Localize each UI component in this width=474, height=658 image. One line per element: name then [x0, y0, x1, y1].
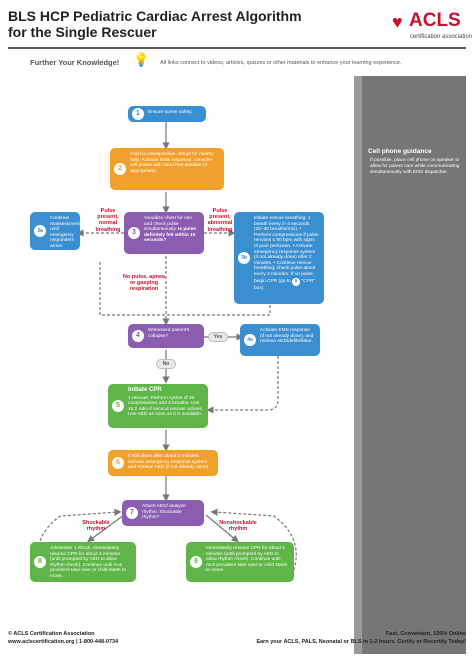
arrow-3b-loop: [99, 262, 271, 316]
footer-copyright: © ACLS Certification Association: [8, 631, 95, 637]
lightbulb-icon: 💡: [133, 52, 150, 67]
step-4a-box[interactable]: 4a Activate EMS response (if not already…: [240, 324, 320, 356]
step-1-text: Ensure scene safety.: [148, 110, 193, 115]
arrow-7-9: [205, 514, 239, 543]
cell-phone-guidance-text: If possible, place cell phone on speaker…: [370, 158, 460, 175]
step-7-box[interactable]: 7 Attach AED/ analyze rhythm. Shockable …: [122, 500, 204, 526]
step-2-number: 2: [114, 163, 126, 175]
step-8-number: 8: [34, 556, 46, 568]
step-4-number: 4: [132, 330, 144, 342]
step-6-text: If still alone after about 2 minutes, ac…: [128, 454, 210, 471]
label-pulse-abnormal: Pulse present, abnormal breathing: [207, 208, 233, 233]
step-8-box[interactable]: 8 Administer 1 shock. Immediately resume…: [30, 542, 136, 582]
logo-subtitle: certification association: [409, 34, 472, 40]
step-1-box[interactable]: 1 Ensure scene safety.: [128, 106, 206, 122]
heart-icon: ♥: [392, 12, 403, 32]
step-4a-text: Activate EMS response (if not already do…: [260, 328, 314, 345]
step-3-number: 3: [128, 227, 140, 239]
arrow-8-loop: [37, 508, 122, 576]
step-6-box[interactable]: 6 If still alone after about 2 minutes, …: [108, 450, 218, 476]
page-title: BLS HCP Pediatric Cardiac Arrest Algorit…: [8, 8, 338, 40]
step-3b-number: 3b: [238, 252, 250, 264]
footer-promo[interactable]: Earn your ACLS, PALS, Neonatal or BLS in…: [256, 639, 466, 645]
cell-phone-guidance-title: Cell phone guidance: [368, 148, 432, 155]
step-2-box[interactable]: 2 Child is unresponsive. Shout for nearb…: [110, 148, 224, 190]
step-3a-text: Continue reassessment until emergency re…: [50, 216, 80, 249]
footer-right: Fast, Convenient, 100% Online Earn your …: [216, 630, 466, 646]
step-7-text: Attach AED/ analyze rhythm. Shockable rh…: [142, 504, 186, 521]
step-4-text: Witnessed patient's collapse?: [148, 328, 190, 339]
header-divider: [8, 47, 466, 49]
title-line-1: BLS HCP Pediatric Cardiac Arrest Algorit…: [8, 8, 302, 24]
acls-logo[interactable]: ♥ ACLS certification association: [392, 10, 472, 46]
step-5-box[interactable]: 5 Initiate CPR 1 rescuer: Perform cycles…: [108, 384, 208, 428]
step-2-text: Child is unresponsive. Shout for nearby …: [130, 152, 214, 174]
step-7-number: 7: [126, 507, 138, 519]
sidebar-strip: [354, 76, 362, 654]
step-4a-number: 4a: [244, 334, 256, 346]
label-nonshockable: Nonshockable rhythm: [219, 520, 257, 533]
step-3b-box[interactable]: 3b Initiate rescue breathing: 1 breath e…: [234, 212, 324, 304]
step-9-number: 9: [190, 556, 202, 568]
footer-left: © ACLS Certification Association www.acl…: [8, 630, 118, 646]
step-8-text: Administer 1 shock. Immediately resume C…: [50, 546, 126, 579]
step-4-box[interactable]: 4 Witnessed patient's collapse?: [128, 324, 204, 348]
further-knowledge-label: Further Your Knowledge!: [30, 58, 120, 67]
step-6-number: 6: [112, 457, 124, 469]
step-5-number: 5: [112, 400, 124, 412]
step-3b-cpr-ref: CPR (go to: [267, 278, 293, 284]
label-pulse-normal: Pulse present, normal breathing: [95, 208, 121, 233]
title-line-2: for the Single Rescuer: [8, 24, 157, 40]
step-9-text: Immediately resume CPR for about 2 minut…: [206, 546, 288, 574]
arrow-9-loop: [210, 508, 297, 576]
step-5-text: 1 rescuer: Perform cycles of 30 compress…: [128, 395, 203, 418]
step-5-title: Initiate CPR: [128, 387, 162, 393]
sidebar-panel: [354, 76, 466, 654]
label-no-pulse: No pulse, apnea or gasping respiration: [122, 274, 166, 293]
step-3b-link-5[interactable]: 5: [292, 277, 301, 286]
yes-pill: Yes: [208, 332, 228, 342]
step-3a-number: 3a: [34, 225, 46, 237]
no-pill: No: [156, 359, 176, 369]
step-3-text: Visualize chest for rise and check pulse…: [144, 216, 192, 233]
step-3b-cpr-box-ref: "CPR" box).: [254, 278, 316, 291]
footer-tagline: Fast, Convenient, 100% Online: [385, 631, 466, 637]
further-knowledge-text: All links connect to videos, articles, q…: [160, 60, 402, 66]
step-3a-box[interactable]: 3a Continue reassessment until emergency…: [30, 212, 80, 250]
arrow-4a-5: [206, 356, 279, 414]
step-9-box[interactable]: 9 Immediately resume CPR for about 2 min…: [186, 542, 294, 582]
footer-contact-link[interactable]: www.aclscertification.org | 1-800-448-07…: [8, 639, 119, 645]
arrow-7-8: [87, 514, 125, 543]
step-1-number: 1: [132, 108, 144, 120]
step-3b-text: Initiate rescue breathing: 1 breath ever…: [254, 216, 319, 284]
logo-text: ACLS: [409, 10, 461, 31]
step-3-box[interactable]: 3 Visualize chest for rise and check pul…: [124, 212, 204, 254]
label-shockable: Shockable rhythm: [82, 520, 110, 533]
step-3-question: Is pulse definitely felt within 10 secon…: [144, 227, 196, 244]
